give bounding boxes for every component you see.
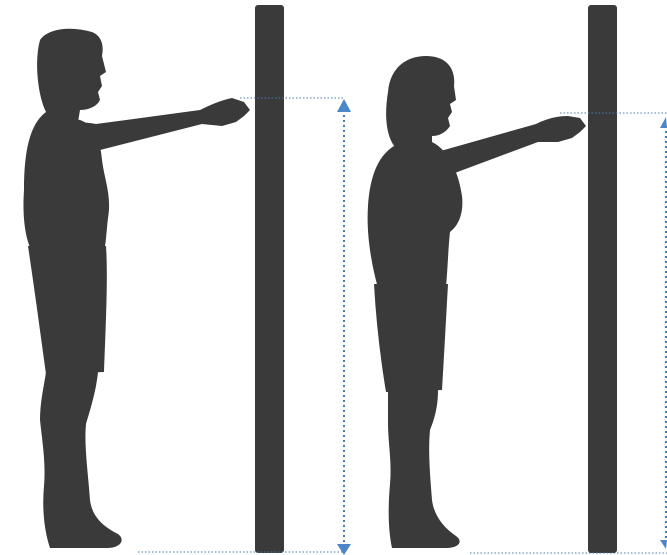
man-silhouette	[23, 29, 250, 548]
man-shorts	[28, 246, 107, 374]
man-legs	[40, 372, 122, 548]
arrowhead-down-icon	[337, 544, 351, 555]
woman-silhouette	[368, 56, 586, 548]
reach-height-arrow-right	[470, 113, 667, 553]
woman-legs	[388, 390, 460, 548]
arrowhead-up-icon	[337, 99, 351, 112]
reach-height-arrow-left	[138, 98, 351, 555]
arrowhead-up-icon	[660, 117, 667, 128]
woman-head	[386, 56, 456, 150]
arrowhead-down-icon	[660, 540, 667, 549]
man-head	[37, 29, 106, 122]
wall-panel-right	[588, 5, 617, 553]
woman-skirt	[374, 284, 448, 392]
wall-panel-left	[255, 5, 284, 553]
